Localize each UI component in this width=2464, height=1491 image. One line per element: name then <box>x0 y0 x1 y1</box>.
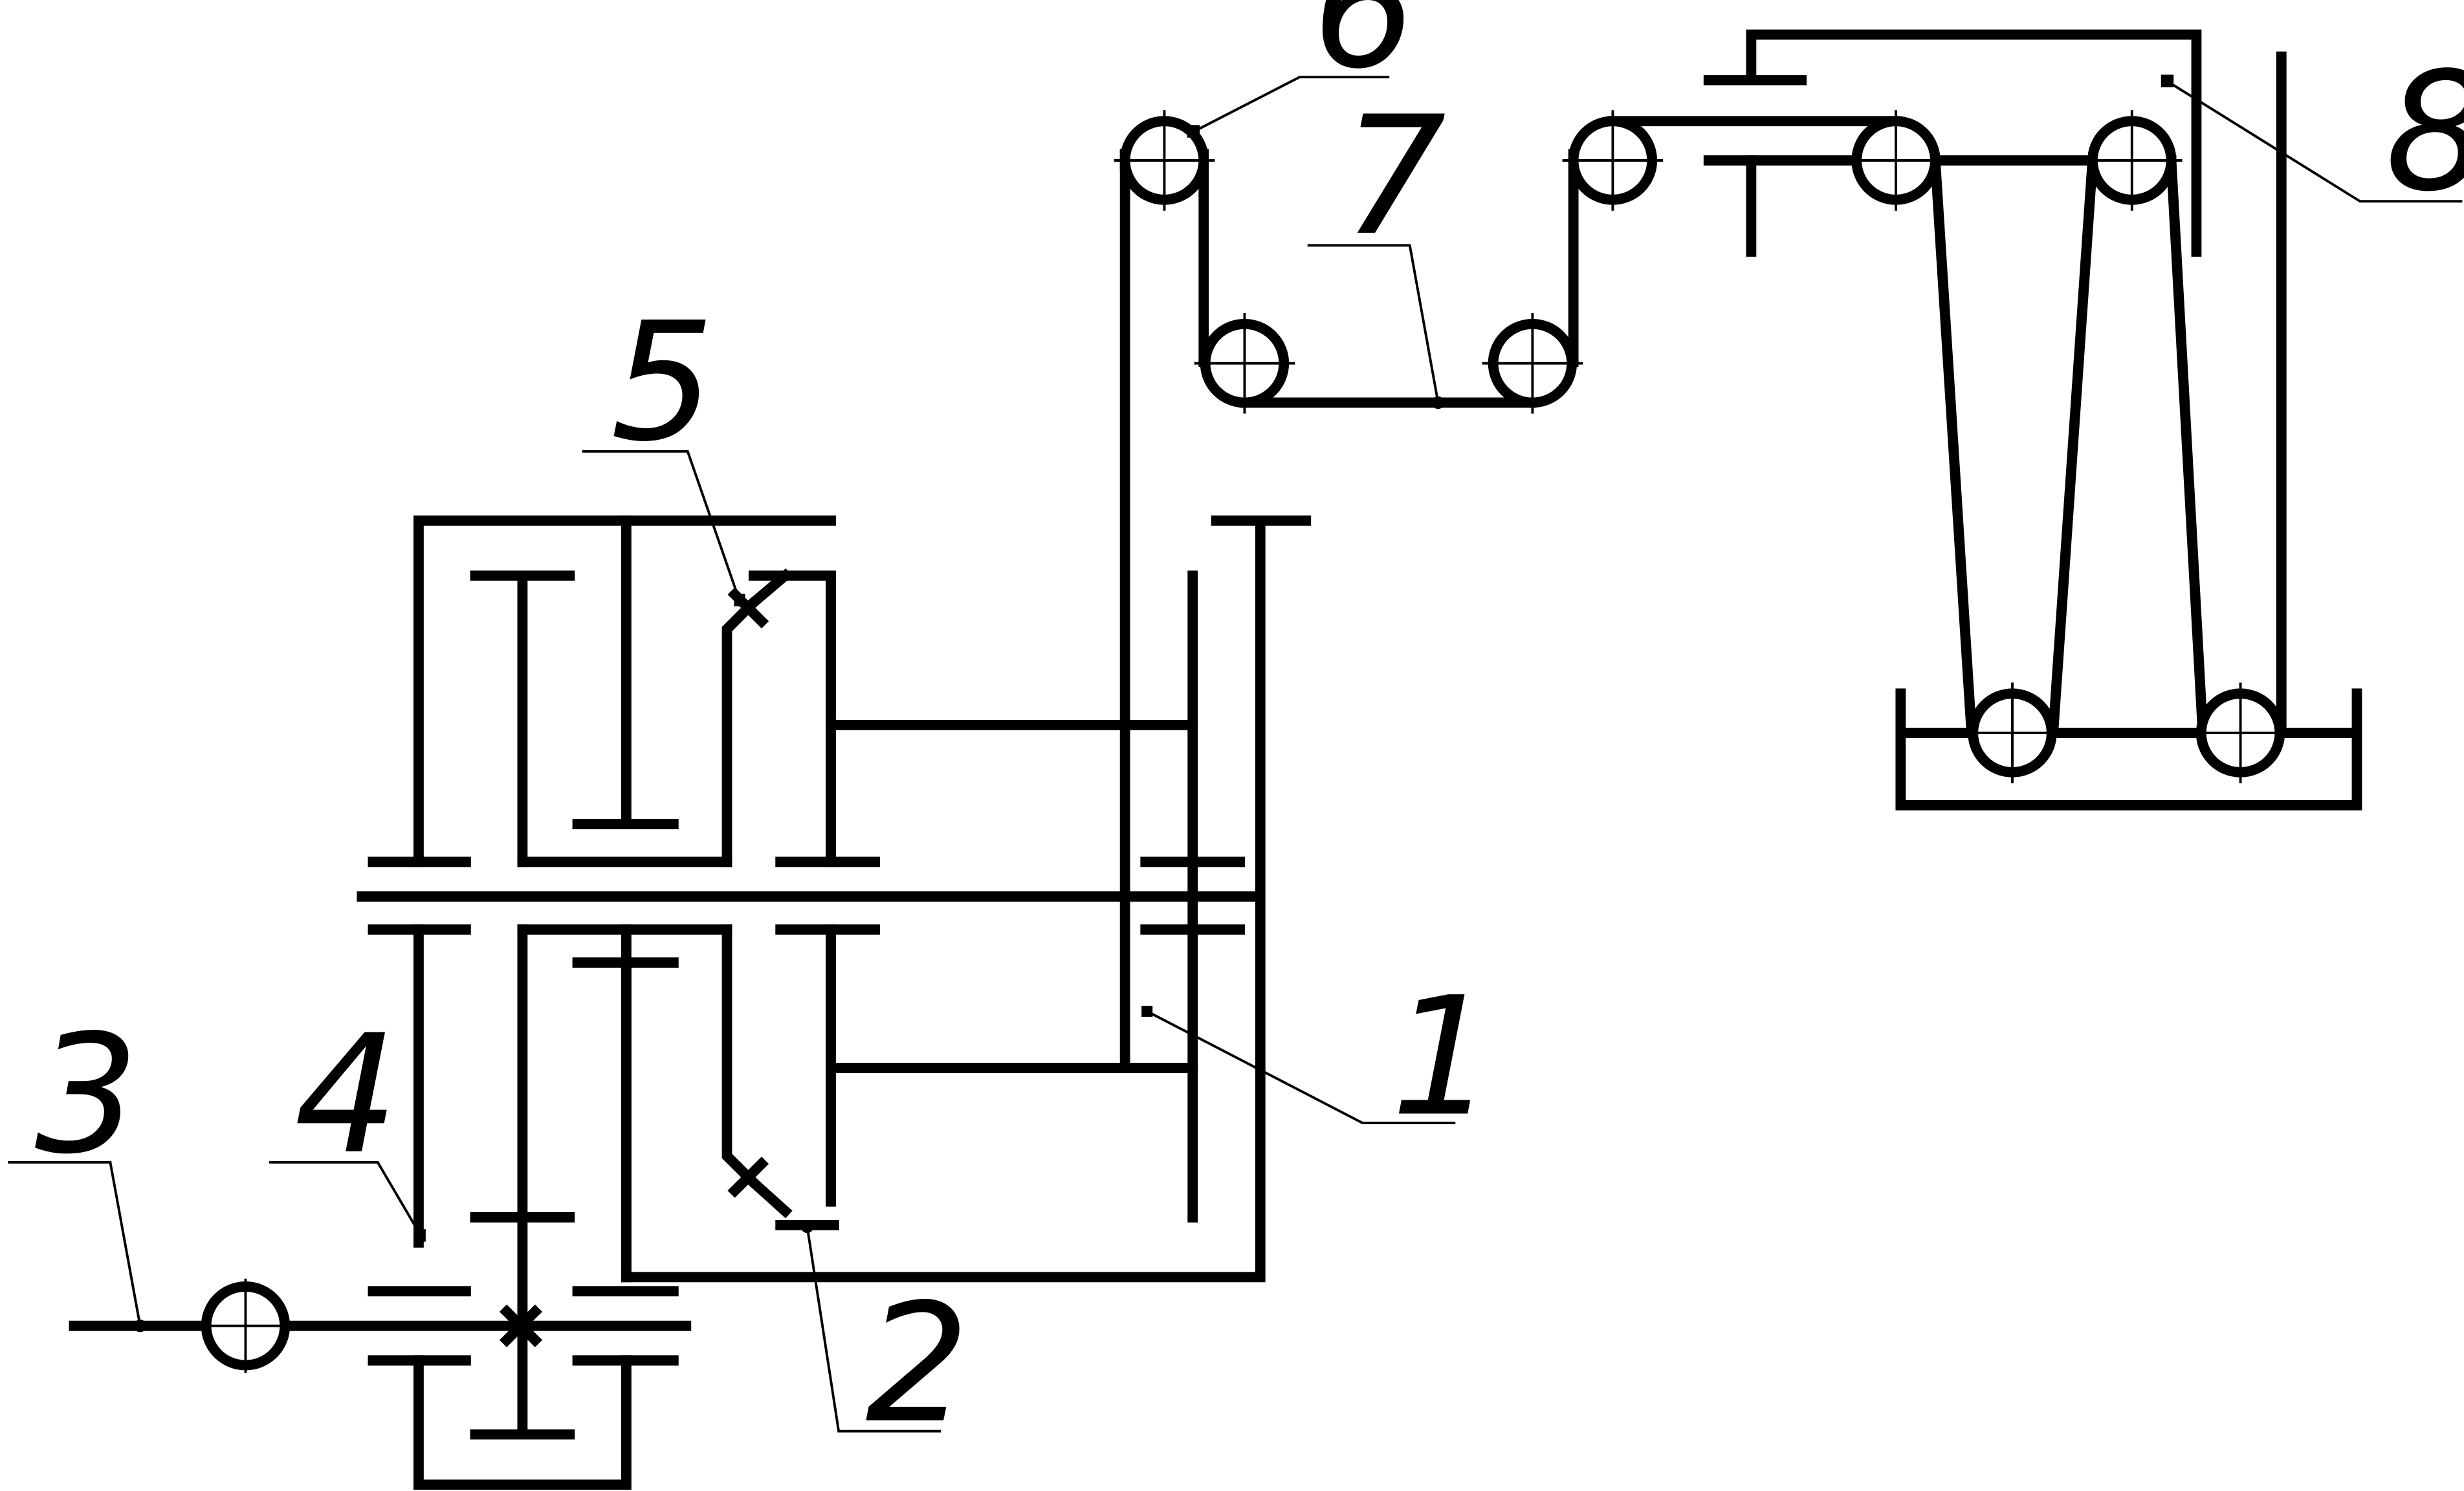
leader-4 <box>269 1160 422 1235</box>
belt-zigzag <box>1930 155 2208 737</box>
callout-3: 3 <box>8 999 147 1333</box>
base-frame <box>413 1355 632 1490</box>
gear-upper-left <box>470 571 679 867</box>
callout-label-4: 4 <box>294 999 399 1190</box>
gear-lower-left <box>517 924 679 1283</box>
drum-body <box>826 719 1198 1207</box>
roller-7b-crosshair <box>1482 312 1583 414</box>
clutch-disc-lower <box>727 1157 839 1230</box>
roller-top-2-crosshair <box>1845 110 1946 211</box>
callout-label-5: 5 <box>611 287 715 477</box>
clutch-disc-upper <box>727 571 836 867</box>
leader-3-dot <box>133 1319 147 1333</box>
callout-label-7: 7 <box>1342 81 1446 272</box>
roller-bath-2-crosshair <box>2190 682 2291 783</box>
roller-top-1-crosshair <box>1562 110 1664 211</box>
callout-6: 6 <box>1187 0 1416 138</box>
right-frame <box>1703 29 2287 737</box>
callout-1: 1 <box>1141 961 1495 1152</box>
leader-2 <box>806 1226 941 1433</box>
callout-2: 2 <box>800 1220 969 1459</box>
leader-8-dot <box>2161 74 2174 87</box>
leader-3 <box>8 1160 142 1327</box>
roller-bath-1-crosshair <box>1962 682 2063 783</box>
leader-6 <box>1192 76 1390 133</box>
leader-2-dot <box>800 1220 814 1234</box>
rollers <box>1114 110 2291 783</box>
input-drive <box>69 1212 692 1490</box>
callout-5: 5 <box>582 287 745 607</box>
leader-1 <box>1146 1010 1456 1124</box>
leader-5 <box>582 450 741 602</box>
belt-riser <box>1119 149 1198 1073</box>
leader-7 <box>1307 244 1440 403</box>
leader-5-dot <box>734 593 745 607</box>
clutch-disc-upper-b <box>746 568 793 610</box>
input-gear-cross <box>499 1304 543 1347</box>
roller-6-crosshair <box>1114 110 1215 211</box>
clutch-cage-lower <box>721 924 760 1189</box>
leader-1-dot <box>1141 1005 1153 1017</box>
gearbox-assembly <box>357 149 1312 1283</box>
leader-7-dot <box>1431 396 1445 409</box>
callout-7: 7 <box>1307 81 1446 409</box>
leader-8 <box>2167 80 2463 203</box>
roller-7a-crosshair <box>1194 312 1295 414</box>
callout-label-1: 1 <box>1391 961 1495 1152</box>
callout-label-3: 3 <box>35 999 139 1190</box>
clutch-cage-upper <box>721 596 760 867</box>
callout-label-2: 2 <box>865 1268 969 1459</box>
callout-label-6: 6 <box>1312 0 1416 105</box>
input-pulley-crosshair <box>198 1278 293 1373</box>
frame-upper <box>413 515 836 867</box>
callout-label-8: 8 <box>2385 37 2464 228</box>
leader-4-dot <box>414 1229 426 1242</box>
leader-6-dot <box>1187 125 1200 138</box>
callout-8: 8 <box>2161 37 2464 228</box>
callout-4: 4 <box>269 999 426 1242</box>
roller-top-3-crosshair <box>2081 110 2183 211</box>
